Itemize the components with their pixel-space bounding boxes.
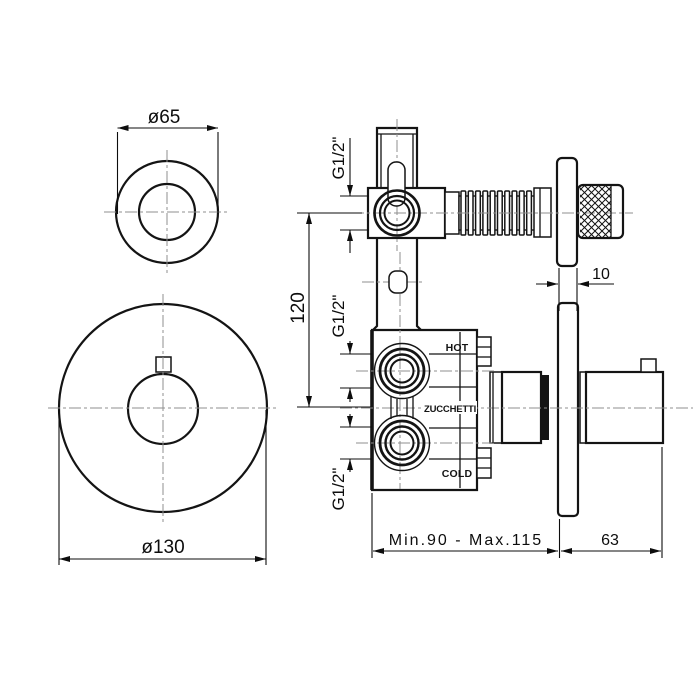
dim-g12-hot-label: G1/2" bbox=[329, 295, 348, 338]
dim-plate-10-label: 10 bbox=[592, 266, 610, 283]
hot-port-label: HOT bbox=[446, 342, 469, 354]
dim-diameter-130-label: ø130 bbox=[141, 537, 184, 558]
valve-details: HOT ZUCCHETTI COLD bbox=[373, 161, 612, 488]
cold-port-label: COLD bbox=[442, 468, 473, 480]
valve-side-view bbox=[366, 126, 665, 518]
dim-diameter-65-label: ø65 bbox=[148, 107, 181, 128]
dim-g12-cold-label: G1/2" bbox=[329, 468, 348, 511]
dim-120-label: 120 bbox=[288, 292, 309, 324]
dimensions: ø65 ø130 120 G1/2" G1/2" bbox=[58, 107, 663, 565]
dim-g12-top-label: G1/2" bbox=[329, 137, 348, 180]
dim-depth-range-label: Min.90 - Max.115 bbox=[389, 532, 543, 549]
brand-label: ZUCCHETTI bbox=[424, 404, 476, 415]
dim-63-label: 63 bbox=[601, 532, 619, 549]
